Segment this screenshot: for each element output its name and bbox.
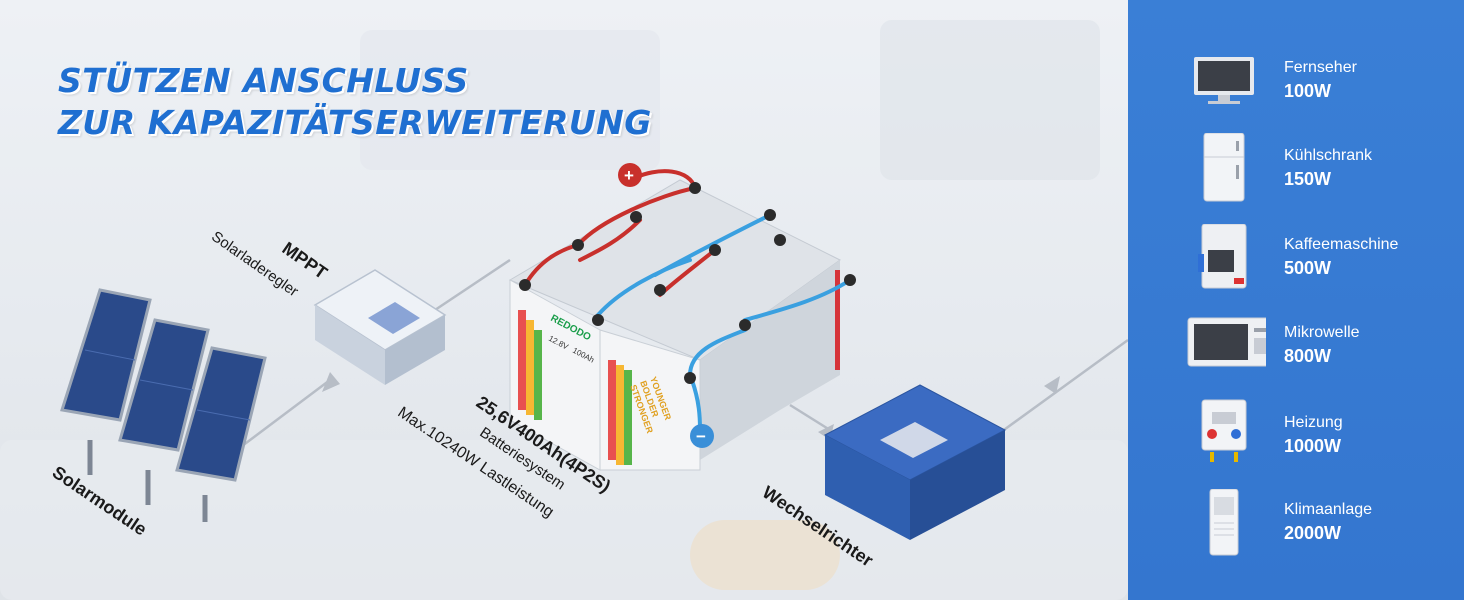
appliance-watt: 100W bbox=[1284, 81, 1332, 101]
minus-symbol: − bbox=[696, 427, 706, 446]
fridge-icon bbox=[1203, 133, 1245, 202]
system-diagram: REDODO 12.8V 100Ah YOUNGER BOLDER STRONG… bbox=[60, 163, 1128, 540]
minus-terminal-badge bbox=[690, 424, 714, 448]
plus-terminal-badge bbox=[618, 163, 642, 187]
title-line-2: ZUR KAPAZITÄTSERWEITERUNG bbox=[58, 103, 652, 142]
appliance-watt: 500W bbox=[1284, 258, 1332, 278]
tv-icon bbox=[1194, 57, 1254, 104]
arrow-head-loads bbox=[1044, 376, 1060, 394]
appliance-air-conditioner: Klimaanlage 2000W bbox=[1128, 489, 1464, 577]
battery-terminals bbox=[519, 182, 856, 384]
line-inverter-to-loads bbox=[989, 338, 1128, 442]
appliance-name: Klimaanlage bbox=[1284, 501, 1373, 518]
appliance-name: Fernseher bbox=[1284, 59, 1357, 76]
appliance-watt: 800W bbox=[1284, 346, 1332, 366]
blue-cable-4 bbox=[688, 328, 747, 377]
title-line-1: STÜTZEN ANSCHLUSS bbox=[58, 61, 469, 100]
appliance-panel: Fernseher 100W Kühlschrank 150W Kaffeema… bbox=[1128, 0, 1464, 600]
blue-cable-2 bbox=[596, 258, 692, 317]
background-cabinet bbox=[360, 30, 660, 170]
appliance-watt: 150W bbox=[1284, 169, 1332, 189]
appliance-microwave: Mikrowelle 800W bbox=[1128, 317, 1464, 400]
solar-panel-3 bbox=[175, 346, 267, 522]
appliance-tv: Fernseher 100W bbox=[1128, 55, 1464, 135]
background-window bbox=[880, 20, 1100, 180]
line-battery-to-inverter bbox=[789, 403, 831, 432]
red-cable-3 bbox=[578, 218, 642, 262]
appliance-heater: Heizung 1000W bbox=[1128, 399, 1464, 490]
coffee-machine-icon bbox=[1198, 224, 1247, 289]
appliance-name: Heizung bbox=[1284, 414, 1343, 431]
appliance-name: Mikrowelle bbox=[1284, 324, 1360, 341]
background-fruit-bowl bbox=[690, 520, 840, 590]
air-conditioner-icon bbox=[1209, 489, 1239, 556]
solar-panel-1 bbox=[60, 288, 152, 475]
red-cable-1 bbox=[576, 186, 697, 247]
solar-panels bbox=[60, 288, 267, 522]
inverter-box bbox=[823, 384, 1007, 540]
plus-symbol: + bbox=[624, 166, 634, 185]
appliance-name: Kaffeemaschine bbox=[1284, 236, 1399, 253]
appliance-coffee-machine: Kaffeemaschine 500W bbox=[1128, 224, 1464, 312]
appliance-watt: 1000W bbox=[1284, 436, 1342, 456]
arrow-head-solar bbox=[322, 372, 340, 392]
mppt-controller bbox=[313, 269, 447, 385]
blue-cable-3 bbox=[743, 278, 852, 322]
appliance-watt: 2000W bbox=[1284, 523, 1342, 543]
page-title: STÜTZEN ANSCHLUSS ZUR KAPAZITÄTSERWEITER… bbox=[58, 60, 652, 144]
appliance-name: Kühlschrank bbox=[1284, 147, 1373, 164]
appliance-fridge: Kühlschrank 150W bbox=[1128, 133, 1464, 223]
microwave-icon bbox=[1187, 317, 1266, 367]
heater-icon bbox=[1201, 399, 1247, 462]
